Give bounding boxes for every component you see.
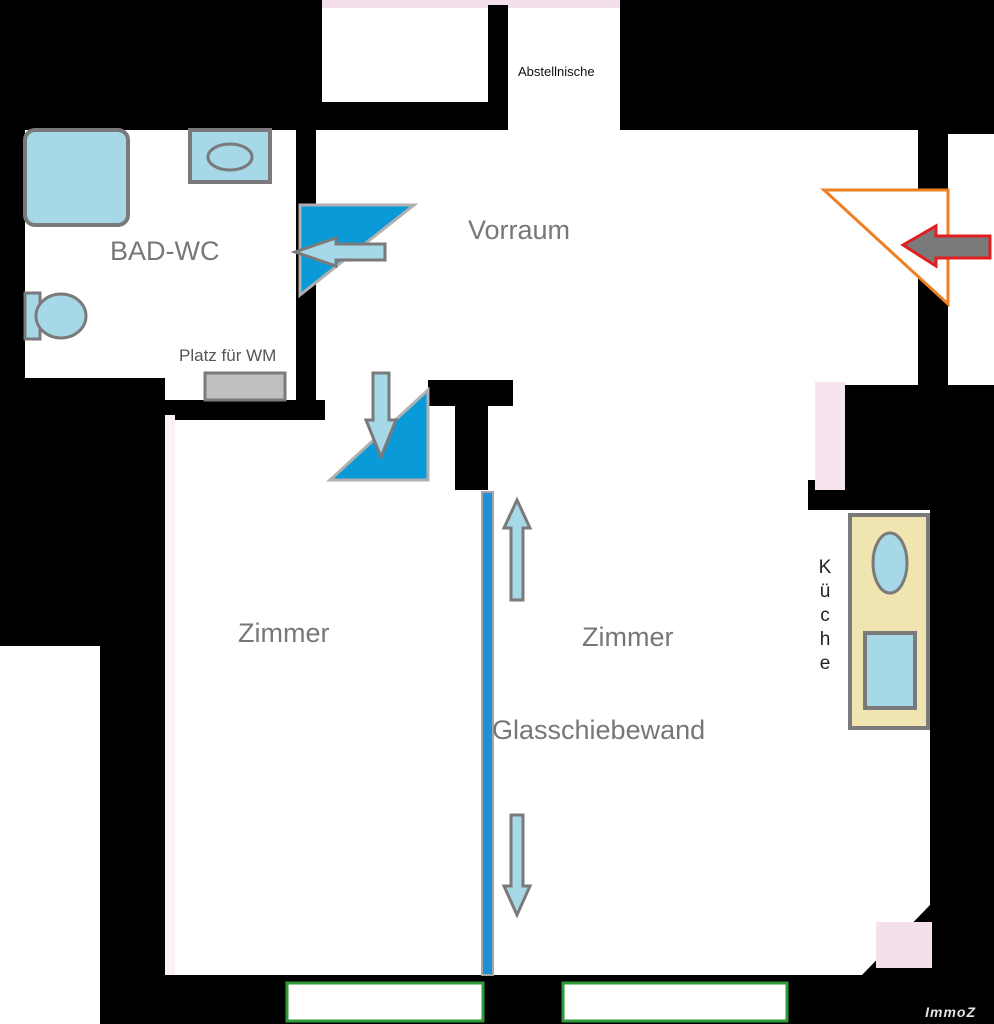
toilet bbox=[23, 291, 88, 341]
top-edge-tint bbox=[0, 0, 994, 8]
kitchen-counter bbox=[848, 513, 930, 730]
label-glasschiebewand: Glasschiebewand bbox=[492, 715, 706, 745]
window-right bbox=[561, 981, 789, 1023]
label-abstellnische: Abstellnische bbox=[518, 64, 595, 79]
slide-arrow-up-icon bbox=[501, 496, 533, 602]
slide-arrow-down-icon bbox=[501, 813, 533, 919]
kueche-letter: ü bbox=[819, 581, 831, 602]
window-left bbox=[285, 981, 485, 1023]
washing-machine-spot bbox=[203, 371, 287, 402]
label-kueche: K ü c h e bbox=[815, 556, 835, 676]
room-door bbox=[326, 371, 430, 482]
watermark: ImmoZ bbox=[925, 1004, 976, 1020]
kueche-letter: e bbox=[819, 653, 831, 674]
entrance-door bbox=[820, 188, 992, 308]
kueche-letter: h bbox=[819, 629, 831, 650]
wall-tints bbox=[165, 382, 932, 975]
label-bad-wc: BAD-WC bbox=[110, 236, 220, 266]
label-zimmer-left: Zimmer bbox=[238, 618, 330, 648]
kueche-letter: K bbox=[818, 557, 832, 578]
bathroom-door bbox=[290, 203, 419, 299]
glass-sliding-wall bbox=[481, 491, 494, 976]
label-zimmer-right: Zimmer bbox=[582, 622, 674, 652]
label-vorraum: Vorraum bbox=[468, 215, 571, 245]
washbasin bbox=[188, 128, 272, 184]
kueche-letter: c bbox=[820, 605, 830, 626]
label-platz-fuer-wm: Platz für WM bbox=[179, 346, 277, 365]
bathtub bbox=[23, 128, 130, 227]
